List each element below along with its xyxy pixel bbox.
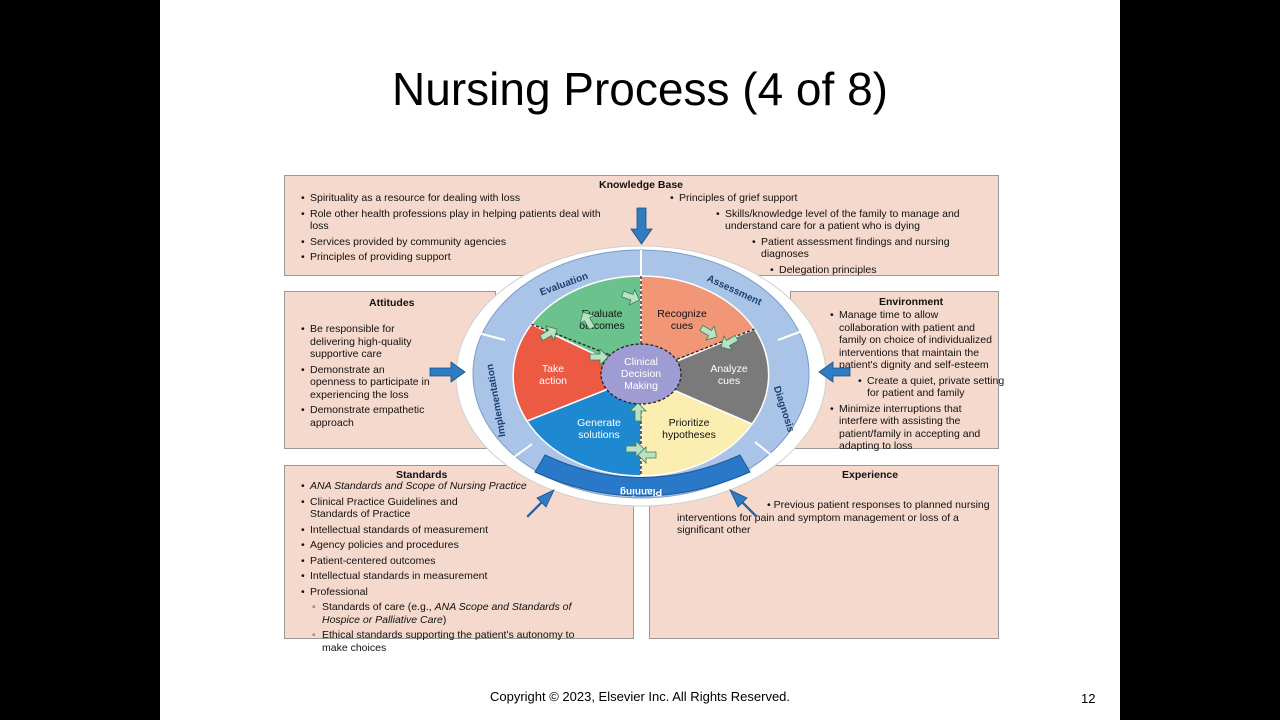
standards-list: ANA Standards and Scope of Nursing Pract… (301, 480, 611, 657)
list-item: ANA Standards and Scope of Nursing Pract… (301, 480, 611, 493)
list-item: Skills/knowledge level of the family to … (716, 208, 985, 233)
list-item: Manage time to allow collaboration with … (830, 309, 998, 372)
list-item: Demonstrate empathetic approach (301, 404, 431, 429)
cycle-arrow-icon (621, 288, 640, 306)
cycle-arrows (539, 288, 739, 464)
attitudes-list: Be responsible for delivering high-quali… (301, 323, 431, 432)
standards-ana-italic: ANA Standards and Scope of Nursing Pract… (310, 480, 527, 492)
segment-take-action (512, 323, 643, 422)
planning-band (534, 454, 751, 497)
list-item: Delegation principles (770, 264, 1000, 277)
copyright-footer: Copyright © 2023, Elsevier Inc. All Righ… (489, 689, 791, 704)
environment-heading: Environment (879, 296, 944, 308)
list-item: Principles of grief support (670, 192, 1000, 205)
cycle-arrow-icon (699, 324, 718, 341)
environment-list: Manage time to allow collaboration with … (830, 309, 1004, 456)
list-item: Be responsible for delivering high-quali… (301, 323, 431, 361)
cycle-arrow-icon (629, 402, 647, 422)
list-item: Principles of providing support (301, 251, 601, 264)
cycle-arrow-icon (589, 348, 609, 366)
arrow-up-left-icon (729, 489, 758, 518)
segment-analyze-cues (639, 328, 770, 425)
attitudes-heading: Attitudes (369, 297, 415, 309)
sub-item-italic: ANA Scope and Standards of Hospice or Pa… (322, 601, 572, 626)
list-item: Role other health professions play in he… (301, 208, 601, 233)
slide: Nursing Process (4 of 8) Knowledge Base … (160, 0, 1120, 720)
list-item: Demonstrate an openness to participate i… (301, 364, 431, 402)
arrow-down-icon (630, 207, 653, 245)
list-item: Minimize interruptions that interfere wi… (830, 403, 998, 453)
knowledge-base-left-list: Spirituality as a resource for dealing w… (301, 192, 601, 267)
ring-label-planning: Planning (620, 486, 662, 497)
experience-item: • Previous patient responses to planned … (677, 499, 992, 537)
experience-text: Previous patient responses to planned nu… (677, 499, 990, 536)
list-item: Create a quiet, private setting for pati… (858, 375, 1007, 400)
list-item: Intellectual standards of measurement (301, 524, 611, 537)
segment-recognize-cues (640, 275, 756, 378)
arrow-up-right-icon (526, 489, 555, 518)
arrow-left-icon (818, 361, 851, 383)
pie-segments (512, 275, 770, 477)
cycle-arrow-icon (579, 311, 596, 330)
sub-item-text: ) (442, 613, 447, 626)
slide-title: Nursing Process (4 of 8) (392, 63, 888, 115)
input-arrows (429, 207, 851, 518)
segment-generate-solutions (525, 374, 642, 477)
list-item: Services provided by community agencies (301, 236, 601, 249)
list-item: Patient assessment findings and nursing … (752, 236, 981, 261)
list-item: Patient-centered outcomes (301, 555, 611, 568)
experience-heading: Experience (842, 469, 899, 481)
list-item: Standards of care (e.g., ANA Scope and S… (301, 601, 597, 626)
list-item: Spirituality as a resource for dealing w… (301, 192, 601, 205)
knowledge-base-heading: Knowledge Base (599, 179, 684, 191)
list-item: Professional (301, 586, 611, 599)
list-item: Clinical Practice Guidelines and Standar… (301, 496, 480, 521)
cycle-arrow-icon (539, 325, 558, 342)
segment-prioritize-hypotheses (640, 374, 754, 477)
list-item: Intellectual standards in measurement (301, 570, 611, 583)
arrow-right-icon (429, 361, 466, 383)
sub-item-text: Standards of care (e.g., (322, 601, 435, 613)
environment-box: Environment Manage time to allow collabo… (790, 291, 1004, 452)
knowledge-base-right-list: Principles of grief support Skills/knowl… (670, 192, 1000, 279)
experience-bullet: • (767, 499, 771, 511)
cycle-arrow-icon (720, 334, 739, 351)
cycle-arrow-icon (637, 446, 657, 464)
segment-evaluate-outcomes (530, 275, 642, 378)
standards-heading: Standards (396, 469, 448, 481)
page-number: 12 (1081, 691, 1096, 706)
clinical-decision-making-center (600, 343, 682, 405)
list-item: Ethical standards supporting the patient… (301, 629, 592, 654)
list-item: Agency policies and procedures (301, 539, 611, 552)
